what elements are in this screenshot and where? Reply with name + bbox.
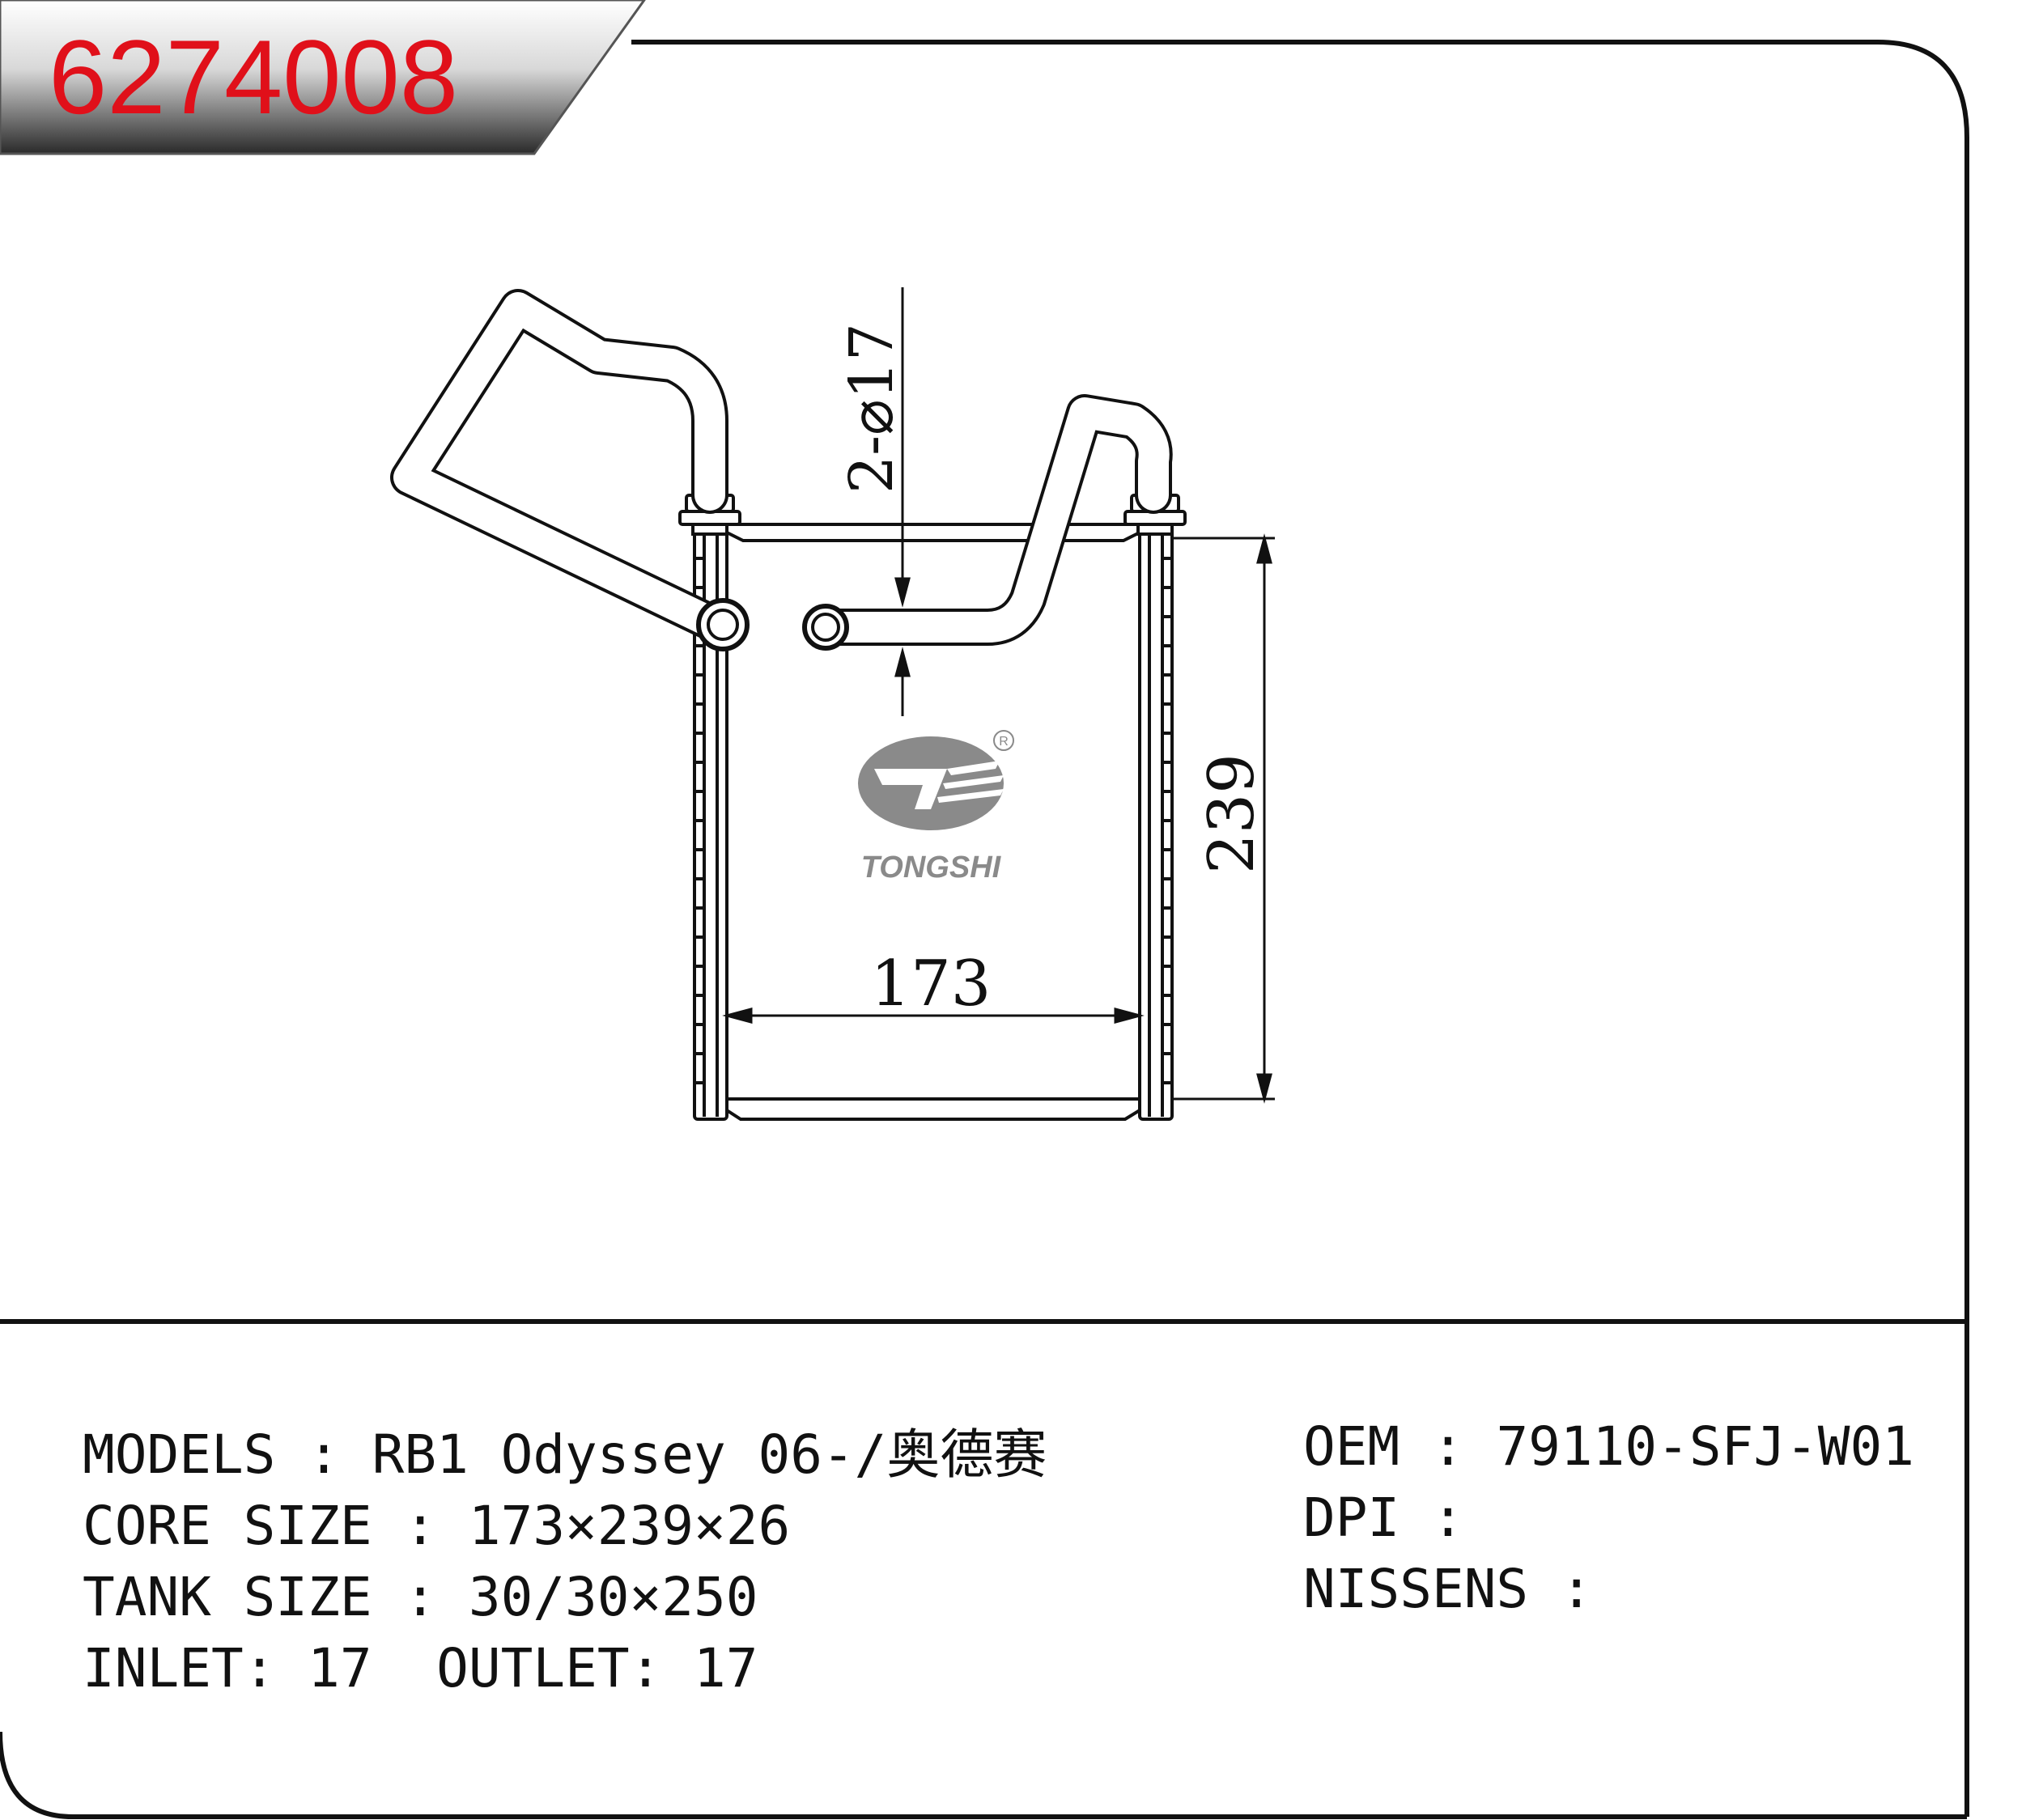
tank-size-label: TANK SIZE [83,1566,372,1628]
pipe-diameter-dimension [894,287,911,716]
oem-label: OEM [1303,1415,1400,1478]
right-tank-ribs [1162,557,1172,1084]
right-tank [1138,531,1174,1121]
specs-left: MODELS : RB1 Odyssey 06-/奥德赛 CORE SIZE :… [83,1428,1047,1695]
part-number: 6274008 [49,18,458,136]
core-size-value: 173×239×26 [468,1495,791,1557]
models-value: RB1 Odyssey 06-/奥德赛 [372,1423,1047,1486]
inlet-pipe [390,289,750,651]
width-dimension [722,1008,1145,1024]
height-label: 239 [1196,753,1268,874]
tank-size-value: 30/30×250 [468,1566,758,1628]
specs-right: OEM : 79110-SFJ-W01 DPI : NISSENS : [1303,1420,1914,1634]
oem-value: 79110-SFJ-W01 [1496,1415,1914,1478]
inlet-value: 17 [308,1637,372,1699]
dpi-label: DPI [1303,1487,1400,1549]
page-frame [0,40,1969,1819]
brand-logo-text: TONGSHI [861,851,1002,885]
outlet-value: 17 [694,1637,758,1699]
registered-mark-circle [993,730,1014,751]
height-dimension [1174,533,1275,1104]
inlet-outlet-row: INLET: 17 OUTLET: 17 [83,1637,758,1699]
core-size-row: CORE SIZE : 173×239×26 [83,1495,791,1557]
tank-size-row: TANK SIZE : 30/30×250 [83,1566,758,1628]
models-label: MODELS [83,1423,276,1486]
brand-logo: R TONGSHI [858,730,1014,885]
dpi-row: DPI : [1303,1487,1497,1549]
core-size-label: CORE SIZE [83,1495,372,1557]
pipe-diameter-label: 2-⌀17 [837,323,907,494]
oem-row: OEM : 79110-SFJ-W01 [1303,1415,1914,1478]
nissens-row: NISSENS : [1303,1558,1625,1620]
models-row: MODELS : RB1 Odyssey 06-/奥德赛 [83,1423,1047,1486]
part-number-banner: 6274008 [0,0,646,155]
left-tank-ribs [694,557,704,1084]
outlet-label: OUTLET [436,1637,630,1699]
nissens-label: NISSENS [1303,1558,1529,1620]
inlet-label: INLET [83,1637,244,1699]
registered-mark: R [999,735,1009,749]
width-label: 173 [871,948,992,1020]
outlet-pipe [802,394,1173,651]
